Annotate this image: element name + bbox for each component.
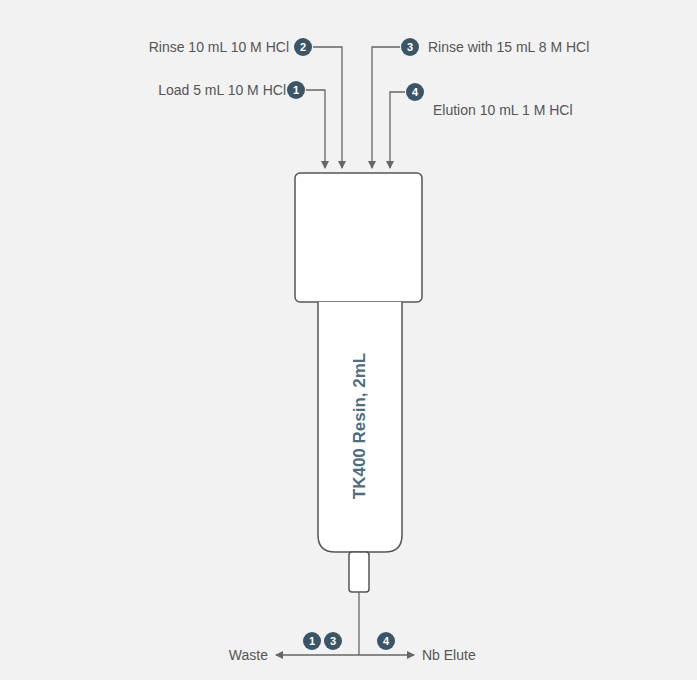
step-label: Rinse with 15 mL 8 M HCl <box>428 39 589 56</box>
column-label: TK400 Resin, 2mL <box>350 353 370 499</box>
step-label: Load 5 mL 10 M HCl <box>158 82 286 99</box>
callout-number: 1 <box>287 81 305 99</box>
step-label: Rinse 10 mL 10 M HCl <box>149 39 289 56</box>
callout-number: 4 <box>406 83 424 101</box>
callout-number: 3 <box>401 38 419 56</box>
step-label: Elution 10 mL 1 M HCl <box>433 102 573 119</box>
callout-number: 2 <box>294 38 312 56</box>
resin-column: TK400 Resin, 2mL <box>318 302 402 550</box>
step-label: Nb Elute <box>422 647 476 664</box>
step-label: Waste <box>229 647 268 664</box>
callout-number: 3 <box>324 632 342 650</box>
callout-number: 1 <box>303 632 321 650</box>
callout-number: 4 <box>377 632 395 650</box>
